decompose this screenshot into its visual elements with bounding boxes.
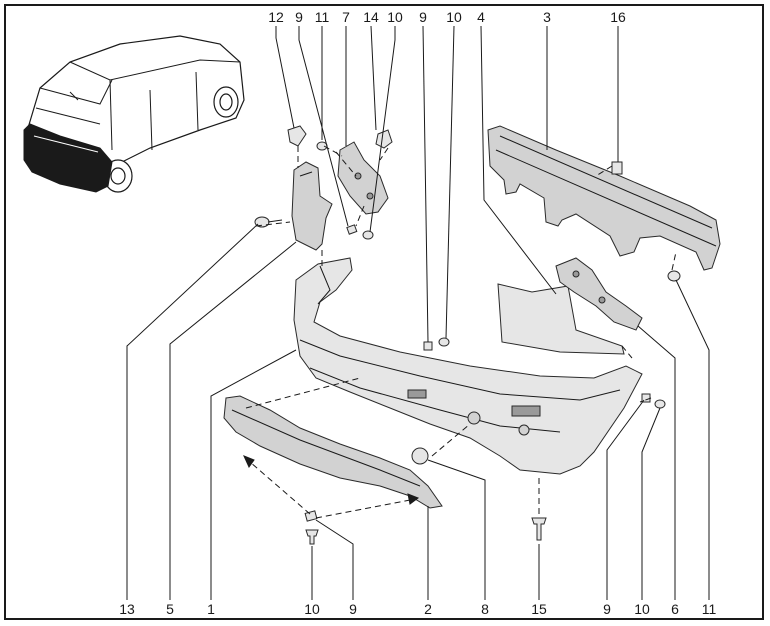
callout-bottom-6: 6 [671, 601, 679, 617]
sensor-hole [518, 424, 530, 436]
push-clip-12-part [287, 125, 307, 147]
callout-bottom-10b: 10 [634, 601, 650, 617]
label-16-part [611, 161, 623, 175]
callout-bottom-8: 8 [481, 601, 489, 617]
clip-9-bottom-part [304, 510, 318, 522]
impact-absorber-part [487, 125, 721, 271]
license-lamp-left [407, 389, 427, 399]
diagram-frame [4, 4, 764, 620]
callout-bottom-11: 11 [702, 601, 717, 617]
callout-bottom-9: 9 [349, 601, 357, 617]
callout-top-10b: 10 [446, 9, 462, 25]
callout-top-9b: 9 [419, 9, 427, 25]
highlighted-rear-bumper [23, 123, 113, 193]
callout-top-12: 12 [268, 9, 284, 25]
callout-top-10: 10 [387, 9, 403, 25]
screw-11-right-part [667, 270, 681, 282]
screw-10-center-part [438, 337, 450, 347]
callout-top-16: 16 [610, 9, 626, 25]
callout-bottom-1: 1 [207, 601, 215, 617]
clip-14-part [375, 129, 393, 149]
callout-bottom-9b: 9 [603, 601, 611, 617]
clip-9-part [346, 224, 358, 235]
callout-top-11: 11 [315, 9, 330, 25]
vehicle-locator-thumbnail [23, 35, 245, 193]
screw-10-right-part [654, 399, 666, 409]
tow-hook-cover [467, 411, 481, 425]
reflector-right [511, 405, 541, 417]
callout-top-14: 14 [363, 9, 379, 25]
rear-bumper-cover-part [293, 257, 643, 475]
callout-bottom-2: 2 [424, 601, 432, 617]
callout-top-4: 4 [477, 9, 485, 25]
callout-top-7: 7 [342, 9, 350, 25]
side-bracket-left-part [291, 161, 333, 251]
screw-15-part [531, 517, 547, 541]
tow-eye-cover-part [411, 447, 429, 465]
callout-bottom-5: 5 [166, 601, 174, 617]
callout-top-9: 9 [295, 9, 303, 25]
clip-9-center-part [423, 341, 433, 351]
mounting-bracket-7-part [337, 141, 389, 215]
callout-top-3: 3 [543, 9, 551, 25]
screw-11-part [316, 141, 328, 151]
screw-10-part [362, 230, 374, 240]
callout-bottom-13: 13 [119, 601, 135, 617]
callout-bottom-15: 15 [531, 601, 547, 617]
callout-bottom-10: 10 [304, 601, 320, 617]
screw-10-bottom-part [305, 529, 319, 545]
